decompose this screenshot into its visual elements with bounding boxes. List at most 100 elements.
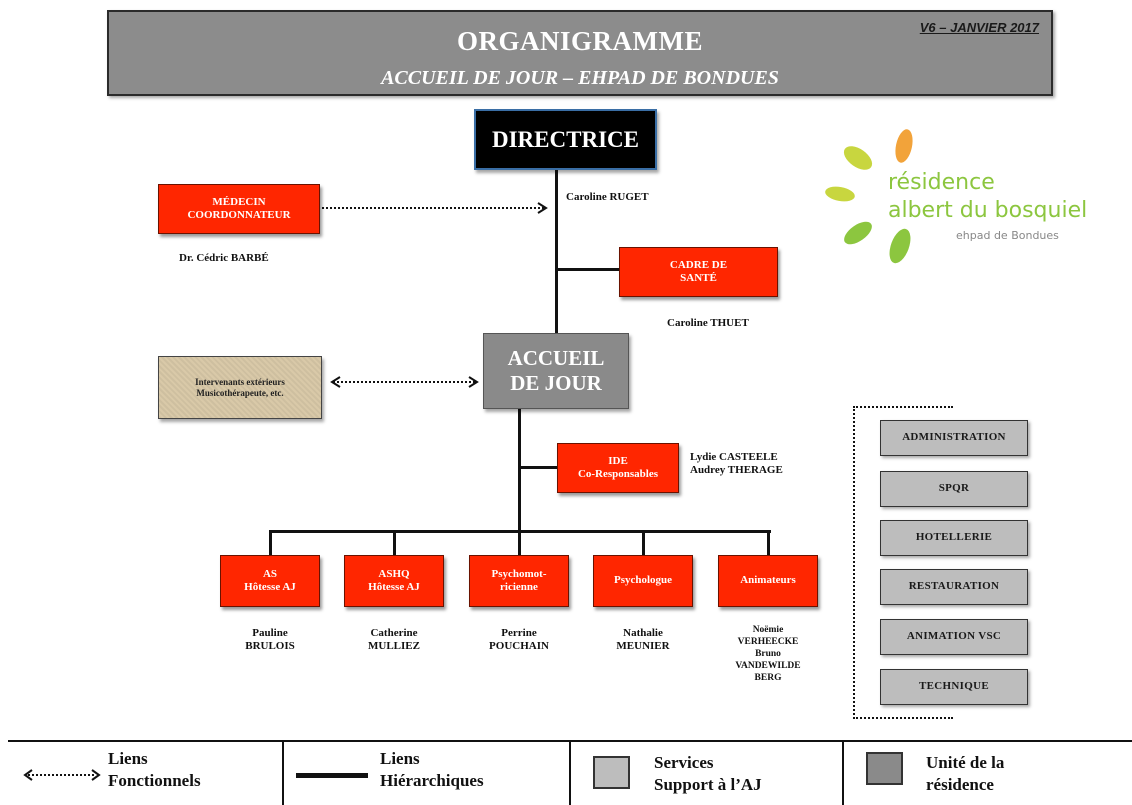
team-line1: AS: [262, 567, 278, 580]
leaf-icon: [825, 129, 913, 264]
team-box-psychomotricienne: Psychomot- ricienne: [469, 555, 569, 607]
team-box-psychologue: Psychologue: [593, 555, 693, 607]
logo-line-1: résidence: [888, 170, 995, 195]
person-name: BRULOIS: [245, 640, 295, 653]
legend-text: Hiérarchiques: [380, 771, 484, 791]
person-name: Bruno: [755, 648, 781, 659]
directrice-name: Caroline RUGET: [566, 191, 649, 203]
service-technique: TECHNIQUE: [880, 669, 1028, 705]
ide-name-1: Lydie CASTEELE: [690, 451, 778, 463]
person-name: Perrine: [501, 627, 537, 639]
logo-line-2: albert du bosquiel: [888, 198, 1088, 223]
intervenants-box: Intervenants extérieurs Musicothérapeute…: [158, 356, 322, 419]
legend-text: Support à l’AJ: [654, 775, 762, 795]
intervenants-line1: Intervenants extérieurs: [195, 376, 285, 387]
person-name: Pauline: [252, 627, 288, 639]
legend: Liens Fonctionnels Liens Hiérarchiques S…: [8, 740, 1132, 805]
line-to-ide: [518, 466, 558, 469]
ide-box: IDE Co-Responsables: [557, 443, 679, 493]
legend-fonctionnels: Liens Fonctionnels: [108, 748, 201, 792]
logo-line-3-name: Bondues: [1011, 229, 1059, 242]
person-name: VERHEECKE: [737, 636, 799, 647]
page-title: ORGANIGRAMME: [457, 26, 703, 56]
service-spqr: SPQR: [880, 471, 1028, 507]
line-team-3: [518, 530, 521, 556]
team-line1: Psychologue: [613, 574, 673, 587]
ide-line1: IDE: [608, 454, 628, 467]
line-accueil-teams: [518, 409, 521, 532]
service-restauration: RESTAURATION: [880, 569, 1028, 605]
team-box-as: AS Hôtesse AJ: [220, 555, 320, 607]
line-to-cadre: [555, 268, 619, 271]
legend-services: Services Support à l’AJ: [654, 752, 762, 796]
legend-hierarchiques: Liens Hiérarchiques: [380, 748, 484, 792]
service-label: HOTELLERIE: [915, 531, 993, 544]
legend-text: Liens: [380, 749, 420, 768]
cadre-box: CADRE DE SANTÉ: [619, 247, 778, 297]
ide-line2: Co-Responsables: [577, 468, 659, 480]
medecin-name: Dr. Cédric BARBÉ: [179, 252, 269, 264]
accueil-box: ACCUEIL DE JOUR: [483, 333, 629, 409]
intervenants-line2: Musicothérapeute, etc.: [196, 387, 284, 398]
service-animation-vsc: ANIMATION VSC: [880, 619, 1028, 655]
cadre-line1: CADRE DE: [669, 258, 728, 271]
legend-text: Services: [654, 753, 714, 772]
cadre-line2: SANTÉ: [680, 272, 717, 284]
line-directrice-accueil: [555, 170, 558, 334]
medecin-line2: COORDONNATEUR: [187, 209, 291, 221]
directrice-box: DIRECTRICE: [474, 109, 657, 170]
person-name: Nathalie: [623, 627, 663, 639]
light-gray-swatch: [593, 756, 630, 789]
logo-line-3-prefix: ehpad de: [956, 229, 1012, 242]
service-label: ADMINISTRATION: [902, 431, 1006, 444]
service-label: TECHNIQUE: [919, 680, 989, 693]
ide-names: Lydie CASTEELE Audrey THERAGE: [690, 451, 783, 477]
team-names-as: Pauline BRULOIS: [220, 627, 320, 653]
line-team-5: [767, 530, 770, 556]
accueil-line2: DE JOUR: [510, 371, 602, 395]
team-names-psychomotricienne: Perrine POUCHAIN: [464, 627, 574, 653]
person-name: Noëmie: [752, 625, 784, 635]
person-name: VANDEWILDE: [735, 660, 801, 671]
cadre-name: Caroline THUET: [667, 317, 749, 329]
team-line2: Hôtesse AJ: [244, 581, 296, 593]
team-line2: ricienne: [500, 581, 538, 593]
solid-line-icon: [296, 773, 368, 778]
medecin-box: MÉDECIN COORDONNATEUR: [158, 184, 320, 234]
person-name: Catherine: [370, 627, 418, 639]
service-label: ANIMATION VSC: [906, 630, 1002, 643]
accueil-line1: ACCUEIL: [507, 345, 605, 370]
team-box-animateurs: Animateurs: [718, 555, 818, 607]
version-label: V6 – JANVIER 2017: [919, 20, 1039, 35]
team-names-psychologue: Nathalie MEUNIER: [588, 627, 698, 653]
page-subtitle: ACCUEIL DE JOUR – EHPAD DE BONDUES: [381, 67, 779, 89]
service-label: RESTAURATION: [908, 580, 1000, 593]
team-line1: Psychomot-: [491, 567, 547, 580]
person-name: POUCHAIN: [489, 640, 549, 653]
team-line1: ASHQ: [378, 567, 410, 580]
directrice-label: DIRECTRICE: [492, 126, 639, 152]
line-team-2: [393, 530, 396, 556]
legend-text: résidence: [926, 775, 994, 795]
team-names-animateurs: Noëmie VERHEECKE Bruno VANDEWILDE BERG: [713, 625, 823, 684]
dark-gray-swatch: [866, 752, 903, 785]
medecin-line1: MÉDECIN: [212, 195, 266, 208]
legend-text: Unité de la: [926, 753, 1005, 772]
service-hotellerie: HOTELLERIE: [880, 520, 1028, 556]
team-line2: Hôtesse AJ: [368, 581, 420, 593]
service-administration: ADMINISTRATION: [880, 420, 1028, 456]
residence-logo: résidence albert du bosquiel ehpad de Bo…: [818, 118, 1132, 278]
logo-line-3: ehpad de Bondues: [956, 229, 1059, 242]
team-box-ashq: ASHQ Hôtesse AJ: [344, 555, 444, 607]
line-team-4: [642, 530, 645, 556]
legend-divider: [569, 742, 571, 805]
legend-text: Liens: [108, 749, 148, 768]
ide-name-2: Audrey THERAGE: [690, 464, 783, 477]
header-banner: ORGANIGRAMME ACCUEIL DE JOUR – EHPAD DE …: [107, 10, 1053, 96]
line-team-1: [269, 530, 272, 556]
legend-text: Fonctionnels: [108, 771, 201, 791]
legend-unite: Unité de la résidence: [926, 752, 1004, 796]
team-line1: Animateurs: [740, 574, 796, 587]
legend-divider: [842, 742, 844, 805]
